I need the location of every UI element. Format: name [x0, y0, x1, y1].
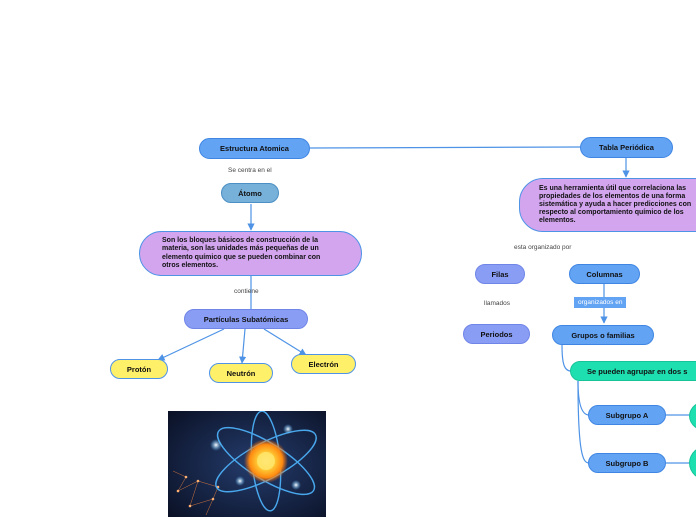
node-estructura-atomica[interactable]: Estructura Atomica — [199, 138, 310, 159]
node-neutron-label: Neutrón — [226, 368, 256, 378]
node-electron[interactable]: Electrón — [291, 354, 356, 374]
link-label-se-centra: Se centra en el — [228, 167, 272, 174]
node-atomo-description[interactable]: Son los bloques básicos de construcción … — [139, 231, 362, 276]
link-label-organizados-en: organizados en — [574, 297, 627, 308]
node-agrupar-label: Se pueden agrupar en dos s — [587, 366, 688, 376]
node-proton[interactable]: Protón — [110, 359, 168, 379]
node-subgrupo-a[interactable]: Subgrupo A — [588, 405, 666, 425]
line-particulas-proton — [157, 328, 225, 361]
node-particulas-label: Partículas Subatómicas — [203, 314, 289, 324]
node-periodos[interactable]: Periodos — [463, 324, 530, 344]
link-label-organizado-por: esta organizado por — [514, 244, 572, 251]
node-electron-label: Electrón — [308, 359, 339, 369]
node-agrupar[interactable]: Se pueden agrupar en dos s — [570, 361, 696, 381]
node-filas[interactable]: Filas — [475, 264, 525, 284]
line-grupos-agrupar — [561, 344, 572, 372]
node-subgrupo-b-label: Subgrupo B — [605, 458, 649, 468]
line-agrupar-subA — [577, 380, 590, 416]
node-estructura-atomica-label: Estructura Atomica — [220, 144, 289, 153]
node-atomo-label: Átomo — [238, 188, 262, 198]
node-particulas-subatomicas[interactable]: Partículas Subatómicas — [184, 309, 308, 329]
line-particulas-electron — [263, 328, 307, 356]
line-estructura-tabla — [309, 146, 581, 149]
node-tabla-periodica-label: Tabla Periódica — [599, 143, 654, 152]
line-particulas-neutron — [238, 328, 247, 364]
node-atomo-description-text: Son los bloques básicos de construcción … — [162, 237, 321, 269]
node-tabla-description-text: Es una herramienta útil que correlaciona… — [539, 184, 692, 225]
node-filas-label: Filas — [491, 269, 509, 279]
link-label-llamados: llamados — [484, 300, 511, 307]
link-label-contiene: contiene — [234, 288, 259, 295]
node-columnas[interactable]: Columnas — [569, 264, 640, 284]
atom-image — [168, 411, 326, 517]
node-subgrupo-b[interactable]: Subgrupo B — [588, 453, 666, 473]
node-atomo[interactable]: Átomo — [221, 183, 279, 203]
line-agrupar-subB — [577, 380, 590, 464]
node-columnas-label: Columnas — [586, 269, 623, 279]
node-proton-label: Protón — [126, 364, 152, 374]
node-grupos-label: Grupos o familias — [571, 330, 635, 340]
node-tabla-description[interactable]: Es una herramienta útil que correlaciona… — [519, 178, 696, 232]
node-neutron[interactable]: Neutrón — [209, 363, 273, 383]
node-tabla-periodica[interactable]: Tabla Periódica — [580, 137, 673, 158]
node-grupos-familias[interactable]: Grupos o familias — [552, 325, 654, 345]
node-periodos-label: Periodos — [480, 329, 513, 339]
node-subgrupo-a-label: Subgrupo A — [605, 410, 649, 420]
